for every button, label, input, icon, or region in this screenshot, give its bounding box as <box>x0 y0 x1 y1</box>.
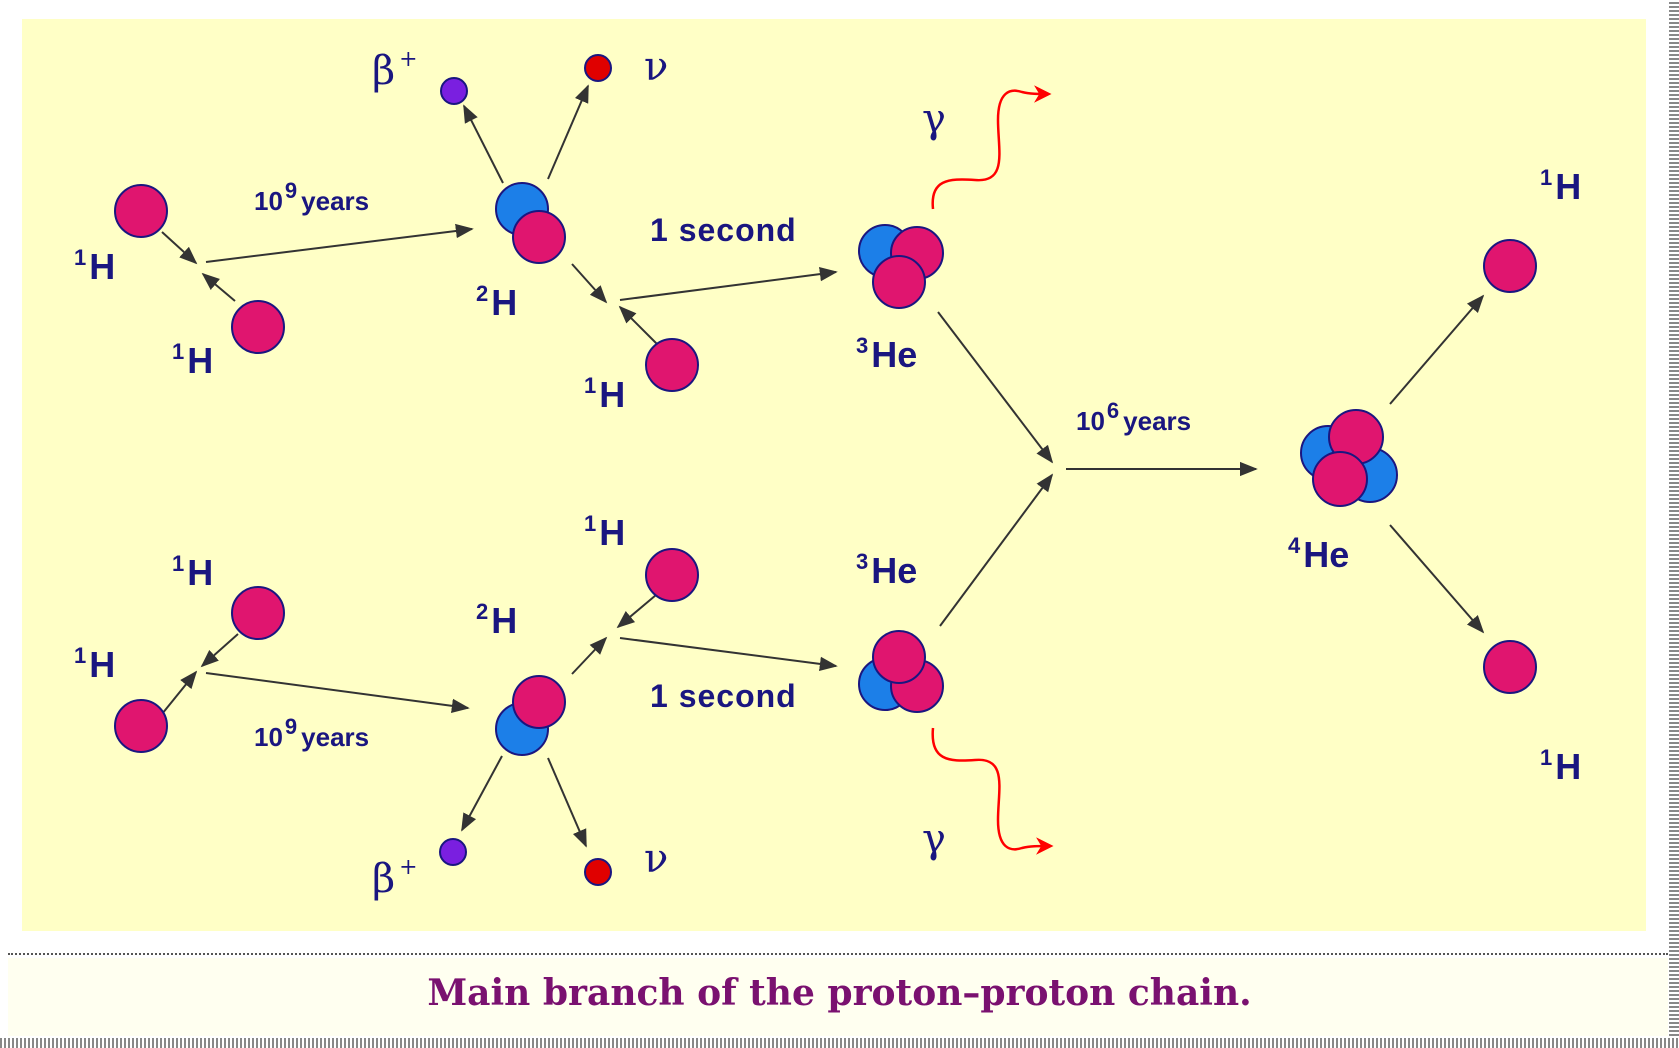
label-he3-bot: 3He <box>856 549 918 591</box>
label-neutrino-bot: ν <box>644 836 669 882</box>
proton-h1-out-bot <box>1483 640 1537 694</box>
right-border <box>1669 0 1679 1048</box>
arrow-positron-bot <box>461 755 503 832</box>
label-h1-bot-c: 1H <box>584 511 626 553</box>
proton-h1-bot-c <box>645 548 699 602</box>
label-neutrino-top: ν <box>644 44 669 90</box>
arrow-h2-out-bot <box>571 636 608 675</box>
positron-top <box>440 77 468 105</box>
proton-h1-bot-b <box>114 699 168 753</box>
label-beta-plus-bot: β+ <box>372 855 418 902</box>
figure-caption: Main branch of the proton–proton chain. <box>427 972 1252 1014</box>
arrow-h1-in-bot-a <box>200 633 239 668</box>
gamma-rays <box>931 85 1054 855</box>
arrow-neutrino-top <box>547 84 589 180</box>
label-h1-top-a: 1H <box>74 245 116 287</box>
gamma-ray-bottom <box>931 727 1054 855</box>
arrow-to-he3-bot <box>619 637 838 672</box>
arrow-h1-in-top-b <box>201 272 236 302</box>
label-gamma-bot: γ <box>922 816 946 862</box>
arrow-to-deuterium-bot <box>205 672 470 713</box>
arrow-he3-bot-to-merge <box>939 473 1054 627</box>
neutrino-bot <box>584 858 612 886</box>
deuterium-bot <box>495 675 566 756</box>
label-h2-top: 2H <box>476 281 518 323</box>
positron-bot <box>439 838 467 866</box>
arrow-h1-in-top-a <box>161 231 198 265</box>
label-h1-bot-a: 1H <box>172 551 214 593</box>
caption-area <box>8 958 1668 1036</box>
label-h1-out-bot: 1H <box>1540 745 1582 787</box>
rate-one-second-top: 1 second <box>650 212 797 248</box>
label-he3-top: 3He <box>856 333 918 375</box>
arrow-h2-out-top <box>571 263 608 304</box>
deuterium-top <box>495 182 566 264</box>
arrow-to-deuterium-top <box>205 223 474 263</box>
bottom-border <box>0 1038 1679 1048</box>
label-h1-top-b: 1H <box>172 339 214 381</box>
label-he4: 4He <box>1288 533 1350 575</box>
proton-h1-top-c <box>645 338 699 392</box>
arrow-h1-in-bot-b <box>161 670 198 715</box>
proton-h1-top-a <box>114 184 168 238</box>
neutrino-top <box>584 54 612 82</box>
arrow-he3-top-to-merge <box>937 311 1054 464</box>
label-gamma-top: γ <box>922 96 946 142</box>
rate-one-second-bot: 1 second <box>650 678 797 714</box>
proton-h1-top-b <box>231 300 285 354</box>
label-h1-bot-b: 1H <box>74 643 116 685</box>
helium4 <box>1300 409 1398 507</box>
reaction-arrows <box>161 84 1485 848</box>
helium3-bot <box>858 630 944 713</box>
particles <box>114 54 1537 886</box>
caption-separator <box>8 953 1668 955</box>
label-beta-plus-top: β+ <box>372 47 418 94</box>
proton-h1-bot-a <box>231 586 285 640</box>
arrow-h1-in-top-c <box>618 305 659 346</box>
arrow-h1-out-top <box>1389 294 1485 405</box>
arrow-to-he3-top <box>619 266 838 301</box>
arrow-positron-top <box>463 104 504 184</box>
label-h1-out-top: 1H <box>1540 165 1582 207</box>
arrow-h1-out-bot <box>1389 524 1485 634</box>
helium3-top <box>858 224 944 309</box>
label-h1-top-c: 1H <box>584 373 626 415</box>
arrow-neutrino-bot <box>547 757 587 848</box>
proton-h1-out-top <box>1483 239 1537 293</box>
arrow-h1-in-bot-c <box>616 594 657 629</box>
gamma-ray-top <box>931 85 1052 210</box>
label-h2-bot: 2H <box>476 599 518 641</box>
